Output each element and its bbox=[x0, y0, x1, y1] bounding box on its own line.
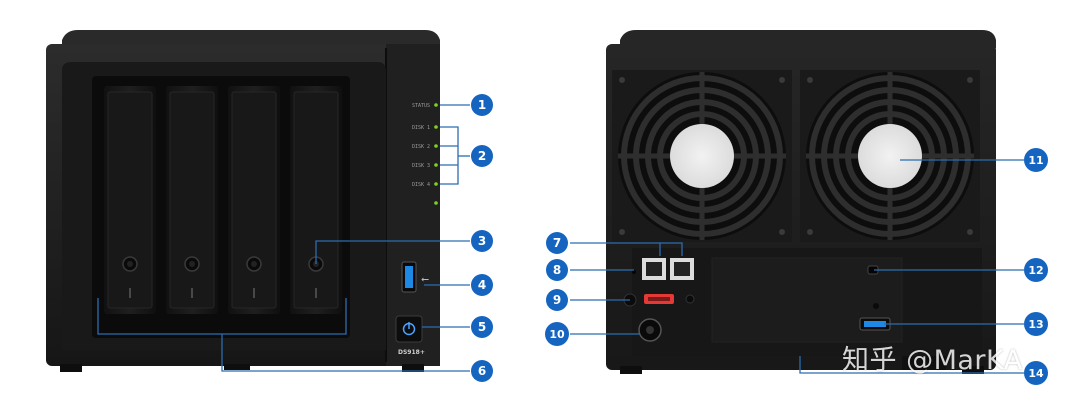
svg-text:4: 4 bbox=[478, 278, 486, 292]
disk-led-icon bbox=[434, 163, 438, 167]
callout-badge: 9 bbox=[546, 289, 568, 311]
callout-badge: 11 bbox=[1024, 148, 1048, 172]
callout-badge: 1 bbox=[471, 94, 493, 116]
svg-text:6: 6 bbox=[478, 364, 486, 378]
drive-bay bbox=[290, 86, 342, 314]
svg-text:10: 10 bbox=[549, 328, 565, 341]
svg-text:11: 11 bbox=[1028, 154, 1043, 167]
svg-text:5: 5 bbox=[478, 320, 486, 334]
svg-text:2: 2 bbox=[478, 149, 486, 163]
drive-bay bbox=[166, 86, 218, 314]
status-led-icon bbox=[434, 103, 438, 107]
lan-port bbox=[642, 258, 666, 280]
usb-icon: ⭠ bbox=[421, 274, 429, 285]
power-connector bbox=[638, 318, 662, 342]
callout-badge: 14 bbox=[1024, 361, 1048, 385]
led-label-disk-4: DISK 4 bbox=[412, 182, 430, 188]
callout-badge: 10 bbox=[545, 322, 569, 346]
callout-badge: 3 bbox=[471, 230, 493, 252]
lan-port bbox=[670, 258, 694, 280]
led-label-disk-3: DISK 3 bbox=[412, 163, 430, 169]
callout-badge: 2 bbox=[471, 145, 493, 167]
model-label: DS918+ bbox=[398, 349, 425, 356]
svg-text:12: 12 bbox=[1028, 264, 1043, 277]
svg-text:1: 1 bbox=[478, 98, 486, 112]
svg-text:9: 9 bbox=[553, 293, 561, 307]
svg-text:14: 14 bbox=[1028, 367, 1044, 380]
svg-text:8: 8 bbox=[553, 263, 561, 277]
disk-led-icon bbox=[434, 125, 438, 129]
callout-leader-lines bbox=[97, 104, 1024, 374]
svg-text:13: 13 bbox=[1028, 318, 1043, 331]
led-label-status: STATUS bbox=[412, 103, 430, 109]
drive-bay bbox=[228, 86, 280, 314]
fan bbox=[800, 70, 980, 242]
callout-badge: 13 bbox=[1024, 312, 1048, 336]
callout-badge: 8 bbox=[546, 259, 568, 281]
disk-led-icon bbox=[434, 144, 438, 148]
callout-badge: 5 bbox=[471, 316, 493, 338]
svg-text:7: 7 bbox=[553, 236, 561, 250]
svg-text:3: 3 bbox=[478, 234, 486, 248]
drive-bay bbox=[104, 86, 156, 314]
nas-front-view: STATUS DISK 1 DISK 2 DISK 3 DISK 4 ⭠ DS9… bbox=[46, 30, 440, 372]
reset-hole-icon bbox=[632, 270, 636, 274]
callout-badge: 12 bbox=[1024, 258, 1048, 282]
front-usb-port: ⭠ bbox=[401, 261, 429, 293]
nas-back-view bbox=[606, 30, 996, 374]
led-label-disk-2: DISK 2 bbox=[412, 144, 430, 150]
callout-badge: 7 bbox=[546, 232, 568, 254]
fan bbox=[612, 70, 792, 242]
callout-badges: 1 2 3 4 5 6 7 8 9 10 11 12 13 14 bbox=[471, 94, 1048, 385]
lan-led-icon bbox=[434, 201, 438, 205]
led-label-disk-1: DISK 1 bbox=[412, 125, 430, 131]
callout-badge: 4 bbox=[471, 274, 493, 296]
power-button bbox=[395, 315, 423, 343]
disk-led-icon bbox=[434, 182, 438, 186]
watermark: 知乎 @MarKA bbox=[842, 345, 1023, 376]
callout-badge: 6 bbox=[471, 360, 493, 382]
